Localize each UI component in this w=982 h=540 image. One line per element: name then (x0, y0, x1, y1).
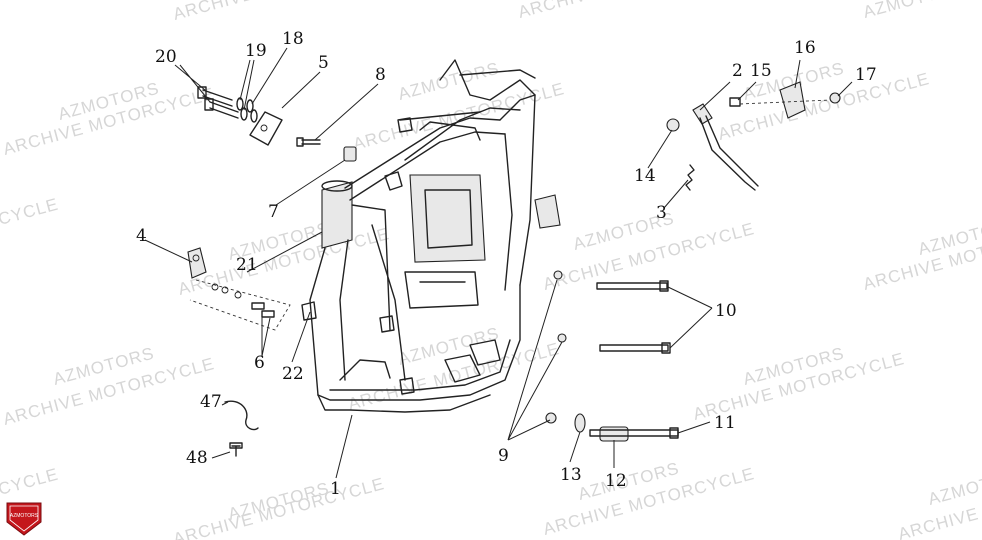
hardware-part-21 (189, 279, 291, 331)
callout-label-9: 9 (498, 446, 509, 466)
screw-part-48 (229, 442, 243, 457)
bracket-part-16 (739, 81, 831, 119)
spring-part-3 (685, 164, 695, 191)
callout-label-4: 4 (136, 226, 147, 246)
washer-part-18 (246, 99, 258, 123)
main-frame (301, 59, 561, 413)
callout-label-7: 7 (268, 202, 279, 222)
watermark-text: ARCHIVE MOTORCYCLE (171, 0, 386, 24)
bolts-part-6 (251, 302, 275, 318)
bracket-part-4 (187, 247, 207, 279)
callout-label-2: 2 (732, 61, 743, 81)
callout-label-16: 16 (794, 38, 816, 58)
azmotors-logo: AZMOTORS (6, 502, 42, 536)
callout-label-6: 6 (254, 353, 265, 373)
bolt-part-15 (729, 97, 741, 107)
callout-label-11: 11 (714, 413, 736, 433)
plate-part-5 (249, 111, 283, 146)
callout-label-14: 14 (634, 166, 656, 186)
callout-label-19: 19 (245, 41, 267, 61)
callout-label-20: 20 (155, 47, 177, 67)
spacer-part-12 (599, 426, 629, 442)
leader-lines (144, 47, 853, 479)
watermark-text: ARCHIVE MOTORCYCLE (516, 0, 731, 22)
callout-label-15: 15 (750, 61, 772, 81)
side-stand-part-2 (692, 103, 759, 191)
watermark-text: AZMOTORS (926, 464, 982, 509)
watermark-text: AZMOTORS (396, 59, 501, 104)
callout-label-8: 8 (375, 65, 386, 85)
callout-label-10: 10 (715, 301, 737, 321)
callout-label-5: 5 (318, 53, 329, 73)
callout-label-47: 47 (200, 392, 222, 412)
callout-label-3: 3 (656, 203, 667, 223)
logo-text: AZMOTORS (10, 513, 39, 519)
callout-label-18: 18 (282, 29, 304, 49)
callout-label-48: 48 (186, 448, 208, 468)
bolt-part-8 (296, 137, 321, 147)
axle-bolts-part-10 (596, 280, 671, 354)
callout-label-13: 13 (560, 465, 582, 485)
nut-part-17 (829, 92, 841, 104)
cable-part-47 (224, 400, 259, 431)
nuts-part-9 (545, 270, 567, 424)
watermark-text: AZMOTORS (861, 0, 966, 22)
callout-label-22: 22 (282, 364, 304, 384)
watermark-text: ARCHIVE MOTORCYCLE (171, 474, 386, 540)
washer-part-13 (574, 413, 586, 433)
callout-label-12: 12 (605, 471, 627, 491)
nut-part-14 (666, 118, 680, 132)
callout-label-1: 1 (330, 479, 341, 499)
callout-label-21: 21 (236, 255, 258, 275)
watermark-text: CYCLE (0, 195, 61, 229)
spacer-part-7 (343, 146, 357, 162)
callout-label-17: 17 (855, 65, 877, 85)
watermark-text: CYCLE (0, 465, 61, 499)
